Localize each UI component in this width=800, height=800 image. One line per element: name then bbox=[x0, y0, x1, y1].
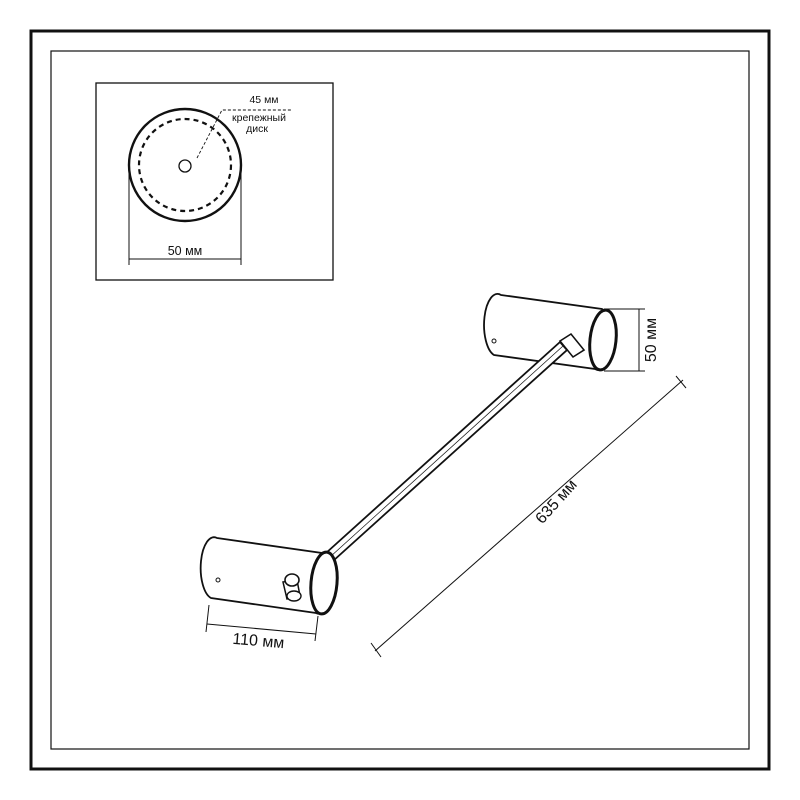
disk-name-line2: диск bbox=[246, 123, 268, 135]
base-plate-circle bbox=[127, 107, 243, 223]
length-tick-top bbox=[675, 375, 687, 389]
length-tick-bottom bbox=[370, 642, 382, 658]
inner-frame bbox=[50, 50, 750, 750]
inset-border bbox=[95, 82, 334, 281]
disk-diameter-label: 45 мм bbox=[249, 94, 278, 106]
height-label: 50 мм bbox=[643, 318, 660, 362]
height-dimension: 50 мм bbox=[604, 308, 660, 372]
disk-name-line1: крепежный bbox=[232, 112, 286, 124]
outer-frame bbox=[29, 29, 771, 771]
right-cylinder-screw bbox=[491, 338, 497, 344]
base-diameter-label: 50 мм bbox=[168, 244, 203, 258]
depth-ext-left bbox=[205, 604, 210, 633]
lamp-assembly bbox=[199, 293, 618, 616]
length-dim-line bbox=[374, 379, 684, 652]
depth-dimension: 110 мм bbox=[205, 604, 319, 652]
disk-leader-line bbox=[196, 109, 292, 159]
depth-ext-right bbox=[314, 615, 319, 642]
rod-highlight bbox=[329, 345, 564, 558]
switch-knob-top bbox=[284, 573, 300, 587]
depth-dim-line bbox=[206, 623, 317, 635]
inset-panel: 45 мм крепежный диск 50 мм bbox=[95, 82, 334, 281]
right-cylinder-cap bbox=[588, 308, 618, 372]
left-cylinder-screw bbox=[215, 577, 221, 583]
depth-label: 110 мм bbox=[232, 631, 285, 652]
length-label: 635 мм bbox=[533, 477, 581, 528]
center-hole bbox=[178, 159, 192, 173]
length-dimension: 635 мм bbox=[370, 375, 687, 658]
mounting-disk-circle bbox=[137, 117, 233, 213]
switch-knob-face bbox=[286, 590, 302, 602]
rod-connector bbox=[558, 332, 586, 359]
left-cylinder-cap bbox=[309, 550, 339, 616]
